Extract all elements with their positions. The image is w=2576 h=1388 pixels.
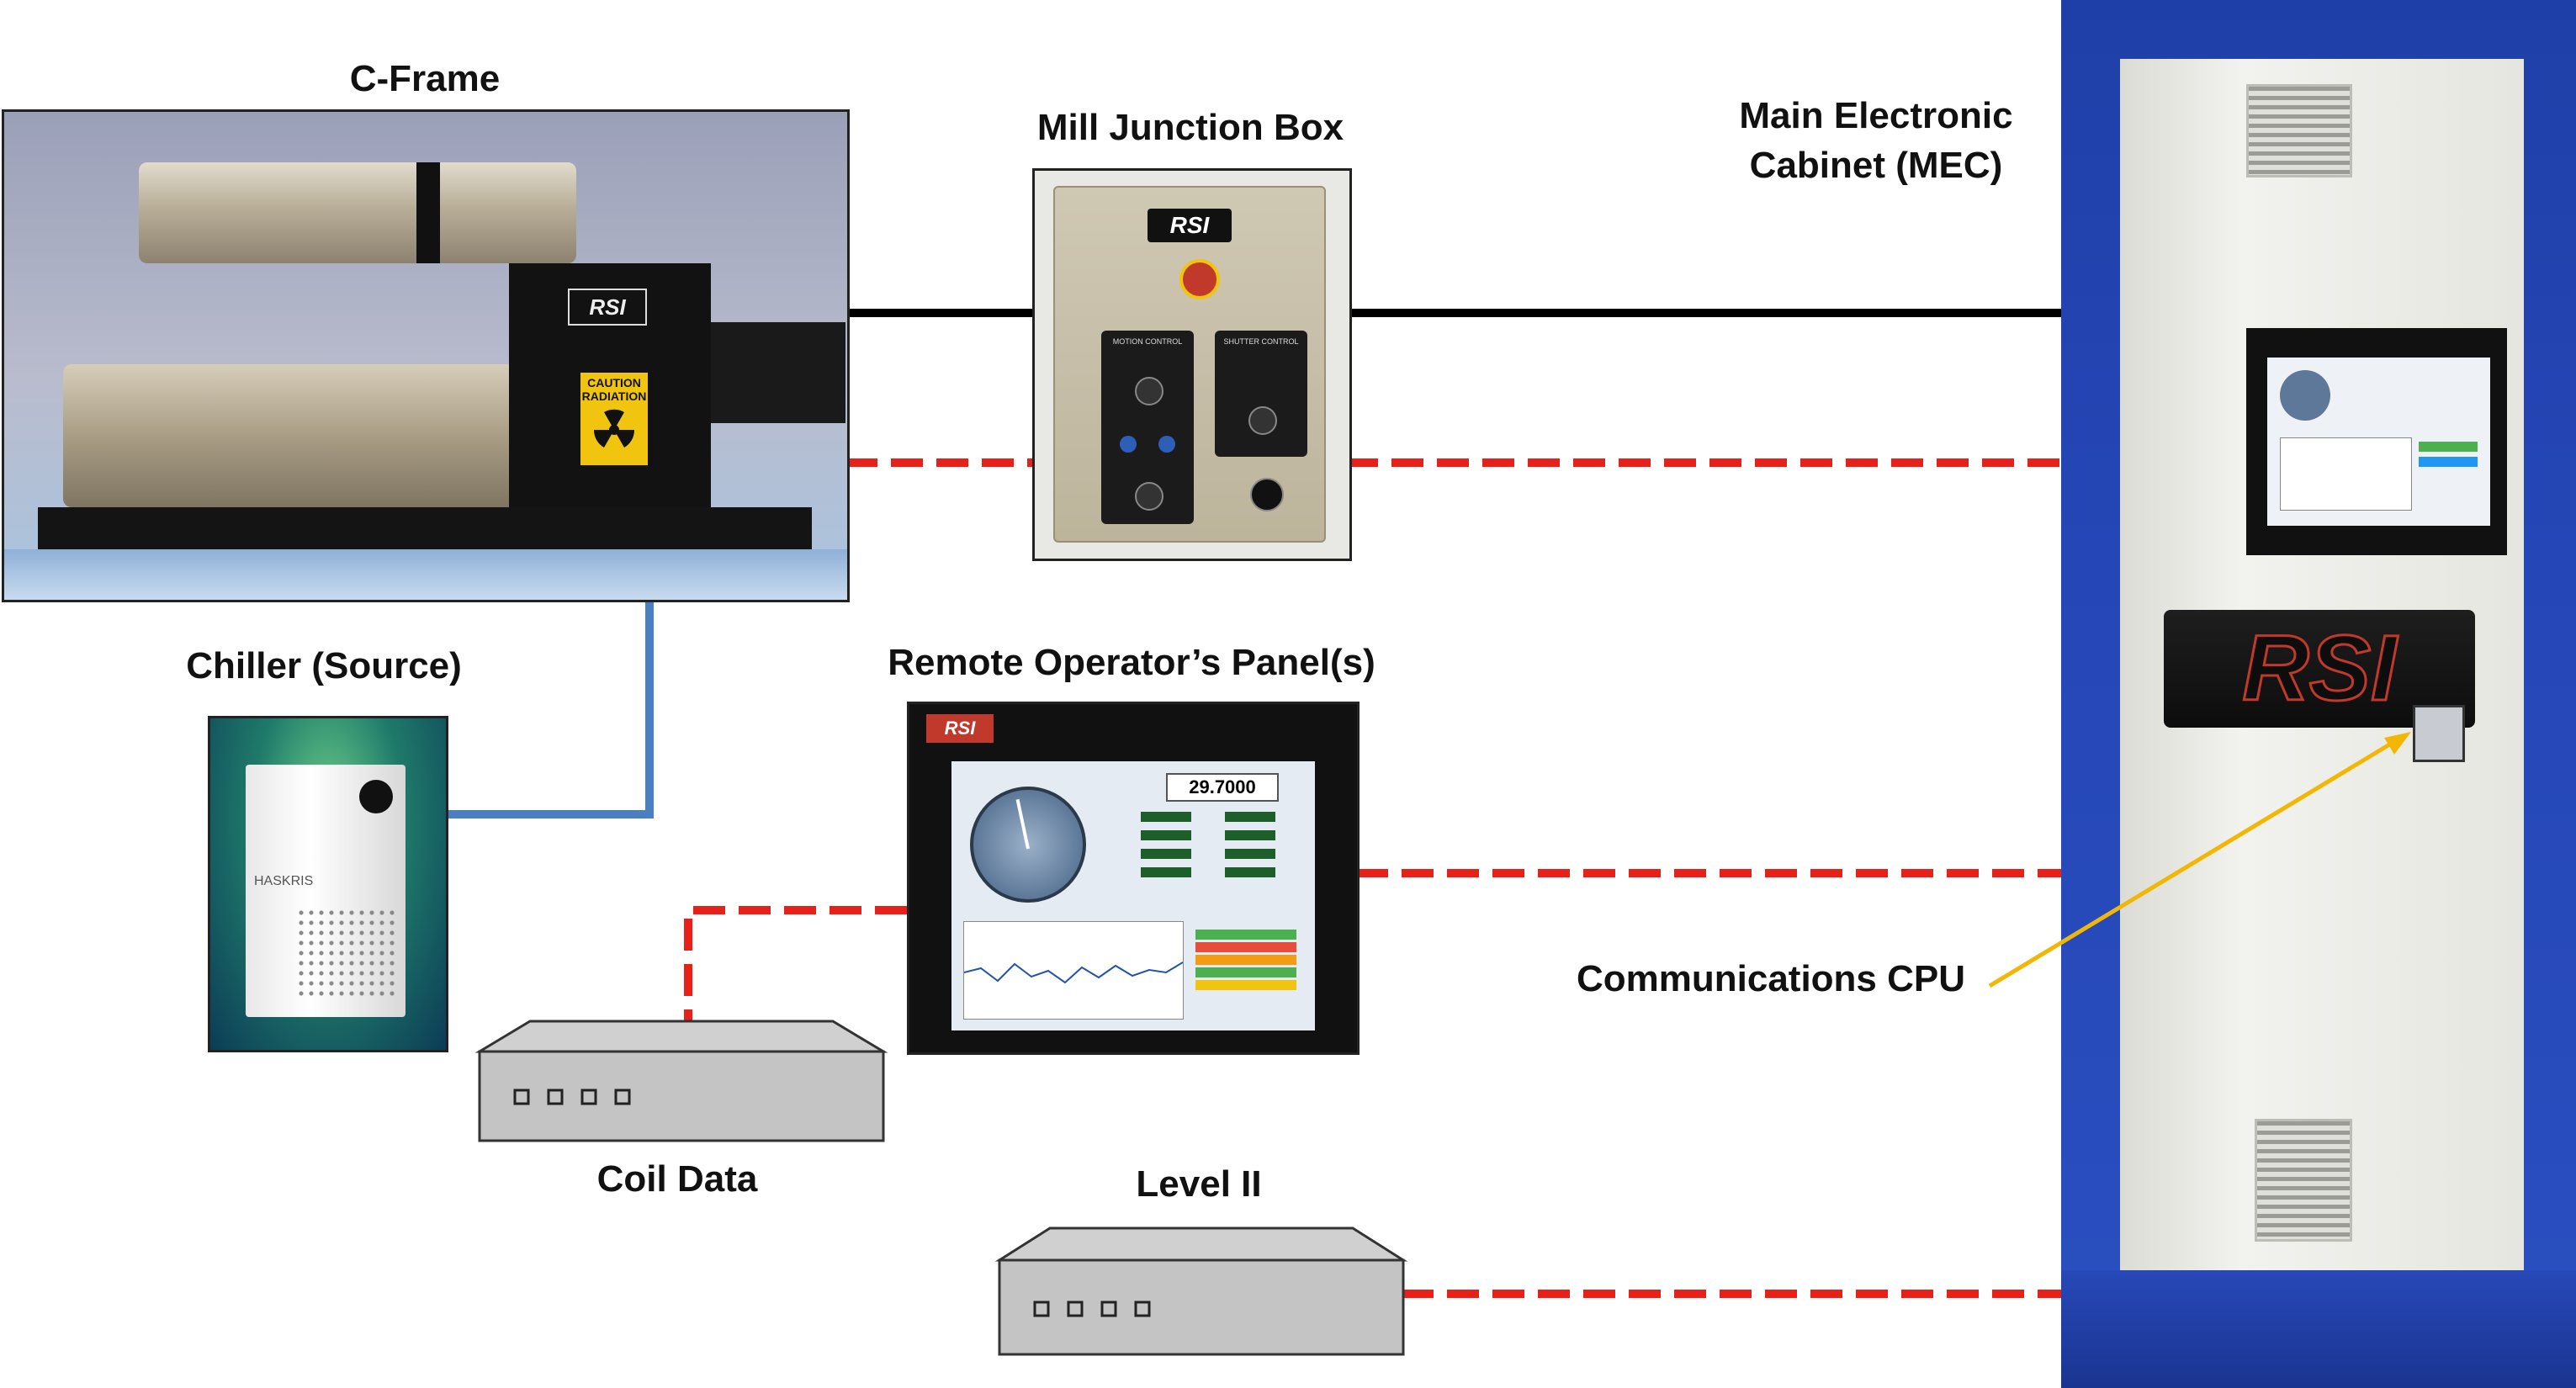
c-frame-base bbox=[38, 507, 812, 549]
mec-logo: RSI bbox=[2241, 616, 2398, 722]
mec-monitor bbox=[2246, 328, 2507, 555]
mec-floor bbox=[2061, 1270, 2576, 1388]
c-frame-cable-housing bbox=[711, 322, 845, 423]
mec-status-bar bbox=[2419, 442, 2478, 452]
motion-control-title: MOTION CONTROL bbox=[1112, 337, 1183, 346]
button-icon bbox=[1158, 436, 1175, 453]
mec-label: Main Electronic Cabinet (MEC) bbox=[1687, 91, 2065, 191]
shutter-control-panel: SHUTTER CONTROL bbox=[1215, 331, 1307, 457]
knob-icon bbox=[1135, 482, 1163, 511]
chiller-unit: HASKRIS bbox=[246, 765, 405, 1017]
chiller-label: Chiller (Source) bbox=[186, 645, 462, 686]
remote-operator-panel-label: Remote Operator’s Panel(s) bbox=[888, 642, 1375, 683]
coil-data-device bbox=[474, 1020, 888, 1142]
hazard-text: CAUTION RADIATION bbox=[581, 376, 647, 403]
remote-panel-status-list bbox=[1195, 930, 1296, 990]
red-dashed-rop-to-coil-data bbox=[684, 906, 907, 1036]
knob-icon bbox=[1248, 406, 1277, 435]
c-frame-upper-arm bbox=[139, 162, 576, 263]
blue-wire-cframe-to-chiller bbox=[444, 599, 654, 818]
mec-cabinet-body: RSI bbox=[2120, 59, 2524, 1321]
chiller-display-icon bbox=[359, 780, 393, 813]
main-electronic-cabinet-photo: RSI bbox=[2061, 0, 2576, 1388]
mec-label-line-1: Main Electronic bbox=[1739, 95, 2013, 136]
c-frame-label: C-Frame bbox=[349, 58, 501, 99]
communications-cpu-box bbox=[2413, 705, 2465, 762]
chiller-photo: HASKRIS bbox=[208, 716, 448, 1052]
mill-junction-box-photo: RSI MOTION CONTROL SHUTTER CONTROL bbox=[1032, 168, 1352, 561]
remote-panel-trend-plot bbox=[963, 921, 1184, 1020]
bottom-vent-icon bbox=[2255, 1119, 2352, 1242]
radiation-hazard-icon: CAUTION RADIATION bbox=[580, 373, 648, 465]
button-icon bbox=[1120, 436, 1137, 453]
c-frame-photo: RSI CAUTION RADIATION bbox=[2, 109, 850, 602]
chiller-grille bbox=[296, 908, 397, 1000]
mec-monitor-screen bbox=[2267, 358, 2490, 526]
junction-box-logo: RSI bbox=[1148, 209, 1232, 242]
communications-cpu-label: Communications CPU bbox=[1576, 958, 1966, 999]
mec-trend-plot bbox=[2280, 437, 2412, 511]
gauge-icon bbox=[970, 787, 1086, 903]
knob-icon bbox=[1135, 377, 1163, 405]
mec-status-bar bbox=[2419, 457, 2478, 467]
top-vent-icon bbox=[2246, 84, 2352, 177]
coil-data-label: Coil Data bbox=[596, 1158, 758, 1200]
gauge-icon bbox=[2280, 370, 2330, 421]
c-frame-lower-arm bbox=[63, 364, 534, 507]
motion-control-panel: MOTION CONTROL bbox=[1101, 331, 1194, 524]
remote-panel-readout: 29.7000 bbox=[1166, 773, 1279, 802]
c-frame-spine: RSI CAUTION RADIATION bbox=[509, 263, 711, 549]
gauge-needle bbox=[1015, 798, 1030, 850]
connector-icon bbox=[1250, 478, 1284, 511]
remote-panel-screen: 29.7000 bbox=[951, 761, 1315, 1030]
c-frame-logo: RSI bbox=[568, 289, 647, 326]
c-frame-floor bbox=[4, 549, 847, 600]
junction-box-door: RSI MOTION CONTROL SHUTTER CONTROL bbox=[1053, 186, 1326, 543]
mec-label-line-2: Cabinet (MEC) bbox=[1749, 145, 2003, 187]
remote-panel-logo: RSI bbox=[926, 714, 994, 743]
mill-junction-box-label: Mill Junction Box bbox=[1036, 107, 1344, 148]
shutter-control-title: SHUTTER CONTROL bbox=[1223, 337, 1299, 346]
remote-operator-panel-photo: RSI 29.7000 bbox=[907, 702, 1360, 1055]
emergency-stop-icon bbox=[1179, 259, 1220, 299]
chiller-brand: HASKRIS bbox=[254, 874, 314, 888]
level-ii-device bbox=[994, 1226, 1408, 1356]
level-ii-label: Level II bbox=[1136, 1163, 1262, 1205]
